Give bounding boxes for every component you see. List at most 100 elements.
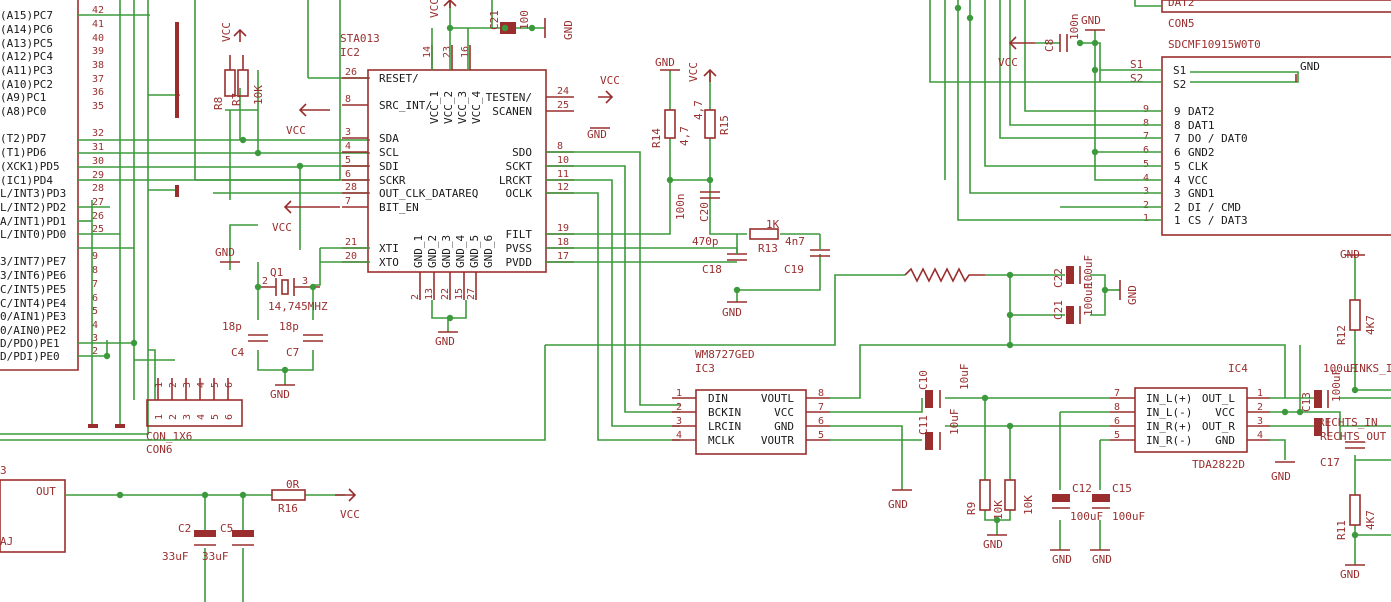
- con5-pin-number: 3: [1174, 187, 1181, 200]
- mcu-pin-label: (A12)PC4: [0, 50, 53, 63]
- ic2-pin-number: 22: [440, 288, 451, 300]
- con5-pin-label: GND2: [1188, 146, 1215, 159]
- mcu-pin-label: D/PDI)PE0: [0, 350, 60, 363]
- c7-value: 18p: [279, 320, 299, 333]
- con5-pin-number-outer: 4: [1143, 173, 1149, 184]
- ic3-pin-label: VOUTL: [761, 392, 794, 405]
- ic2-pin-number: 27: [466, 288, 477, 300]
- mcu-pin-label: (A9)PC1: [0, 91, 46, 104]
- con6-pin-number: 4: [196, 382, 207, 388]
- ic2-pin-number: 19: [557, 223, 569, 234]
- ic2-pin-label: SRC_INT/: [379, 99, 432, 112]
- c22-value: 100uF: [1082, 255, 1095, 288]
- ic3-pin-label: MCLK: [708, 434, 735, 447]
- resistor-r9[interactable]: [979, 479, 991, 511]
- mcu-pin-number: 37: [92, 74, 104, 85]
- mcu-pin-number: 7: [92, 279, 98, 290]
- con5-s2: S2: [1130, 72, 1143, 85]
- gnd-label: GND: [1081, 14, 1101, 27]
- r15-label: R15: [718, 115, 731, 135]
- junction-dot: [981, 394, 989, 402]
- r9-value: 10K: [992, 500, 1005, 520]
- resistor-r15[interactable]: [704, 109, 716, 139]
- resistor-r8[interactable]: [224, 69, 236, 97]
- ic3-pin-number: 7: [818, 402, 824, 413]
- junction-dot: [1351, 386, 1359, 394]
- con5-pin-number-outer: 1: [1143, 213, 1149, 224]
- gnd-label: GND: [1340, 248, 1360, 261]
- gnd-label: GND: [1052, 553, 1072, 566]
- junction-dot: [446, 314, 454, 322]
- ic2-pin-number: 28: [345, 182, 357, 193]
- r16-value: 0R: [286, 478, 300, 491]
- ic2-pin-number: 15: [454, 288, 465, 300]
- ic2-top-pin-label: VCC_4: [470, 91, 483, 124]
- vcc-label: VCC: [687, 62, 700, 82]
- resistor-r16[interactable]: [271, 489, 306, 501]
- mcu-pin-label: (A14)PC6: [0, 23, 53, 36]
- mcu-pin-label: 3/INT6)PE6: [0, 269, 66, 282]
- junction-dot: [116, 491, 124, 499]
- junction-dot: [1281, 408, 1289, 416]
- vcc-label: VCC: [340, 508, 360, 521]
- con5-pin-label: DAT1: [1188, 119, 1215, 132]
- mcu-pin-number: 30: [92, 156, 104, 167]
- ic4-pin-number: 3: [1257, 416, 1263, 427]
- mcu-pin-label: (IC1)PD4: [0, 174, 53, 187]
- resistor-r10[interactable]: [1004, 479, 1016, 511]
- junction-dot: [130, 339, 138, 347]
- junction-dot: [666, 176, 674, 184]
- ic4-pin-number: 6: [1114, 416, 1120, 427]
- ic2-pin-label: SDI: [379, 160, 399, 173]
- q1-pin-b: 3: [302, 276, 308, 287]
- c11-label: C11: [917, 415, 930, 435]
- con6-pin-number: 3: [182, 382, 193, 388]
- ic3-pin-number: 8: [818, 388, 824, 399]
- ic2-bottom-pin-label: GND_1: [412, 235, 425, 268]
- reg-ref: 3: [0, 464, 7, 477]
- passives[interactable]: R8 R7 10K R14 4,7 4,7 R15 100n C20 1K R1…: [162, 10, 1377, 563]
- crystal-q1[interactable]: Q1 2 3 14,745MHZ: [258, 266, 328, 313]
- r11-label: R11: [1335, 520, 1348, 540]
- vcc-symbol: [298, 103, 330, 117]
- r12-label: R12: [1335, 325, 1348, 345]
- regulator-ic[interactable]: OUT 3 AJ: [0, 464, 66, 553]
- r9-label: R9: [965, 502, 978, 515]
- ic3-pin-label: VCC: [774, 406, 794, 419]
- net-labels: 100uF LINKS_IN RECHTS_IN RECHTS_OUT: [1318, 362, 1391, 443]
- c8-value: 100n: [1068, 14, 1081, 41]
- ic3-pin-number: 3: [676, 416, 682, 427]
- con5-pin-label: GND1: [1188, 187, 1215, 200]
- ic3-pin-label: GND: [774, 420, 794, 433]
- c17-label: C17: [1320, 456, 1340, 469]
- c20-label: C20: [698, 202, 711, 222]
- con5-switch-gnd: GND: [1300, 60, 1320, 73]
- mcu-pin-number: 5: [92, 306, 98, 317]
- resistor-r14[interactable]: [664, 109, 676, 139]
- ic2-ref-label: IC2: [340, 46, 360, 59]
- ic3-wires: [0, 274, 1286, 490]
- ic2-pin-number: 7: [345, 196, 351, 207]
- resistor-r12[interactable]: [1349, 299, 1361, 331]
- reg-out-label: OUT: [36, 485, 56, 498]
- con5-pin-number: 9: [1174, 105, 1181, 118]
- gnd-label: GND: [1340, 568, 1360, 581]
- ic2-bottom-pin-label: GND_5: [468, 235, 481, 268]
- r15-value: 4,7: [692, 100, 705, 120]
- mcu-pin-number: 38: [92, 60, 104, 71]
- con5-pin-label: VCC: [1188, 174, 1208, 187]
- ic2-sta013[interactable]: STA013 IC2 RESET/26SRC_INT/8SDA3SCL4SDI5…: [340, 32, 574, 300]
- vcc-symbol: [335, 488, 357, 502]
- con5-pin-number: 5: [1174, 160, 1181, 173]
- resistor-r11[interactable]: [1349, 494, 1361, 526]
- ic4-pin-label: IN_L(-): [1146, 406, 1192, 419]
- junction-dot: [1296, 408, 1304, 416]
- ic3-pin-label: LRCIN: [708, 420, 741, 433]
- resistor-r13[interactable]: [749, 228, 779, 240]
- ic4-pin-label: VCC: [1215, 406, 1235, 419]
